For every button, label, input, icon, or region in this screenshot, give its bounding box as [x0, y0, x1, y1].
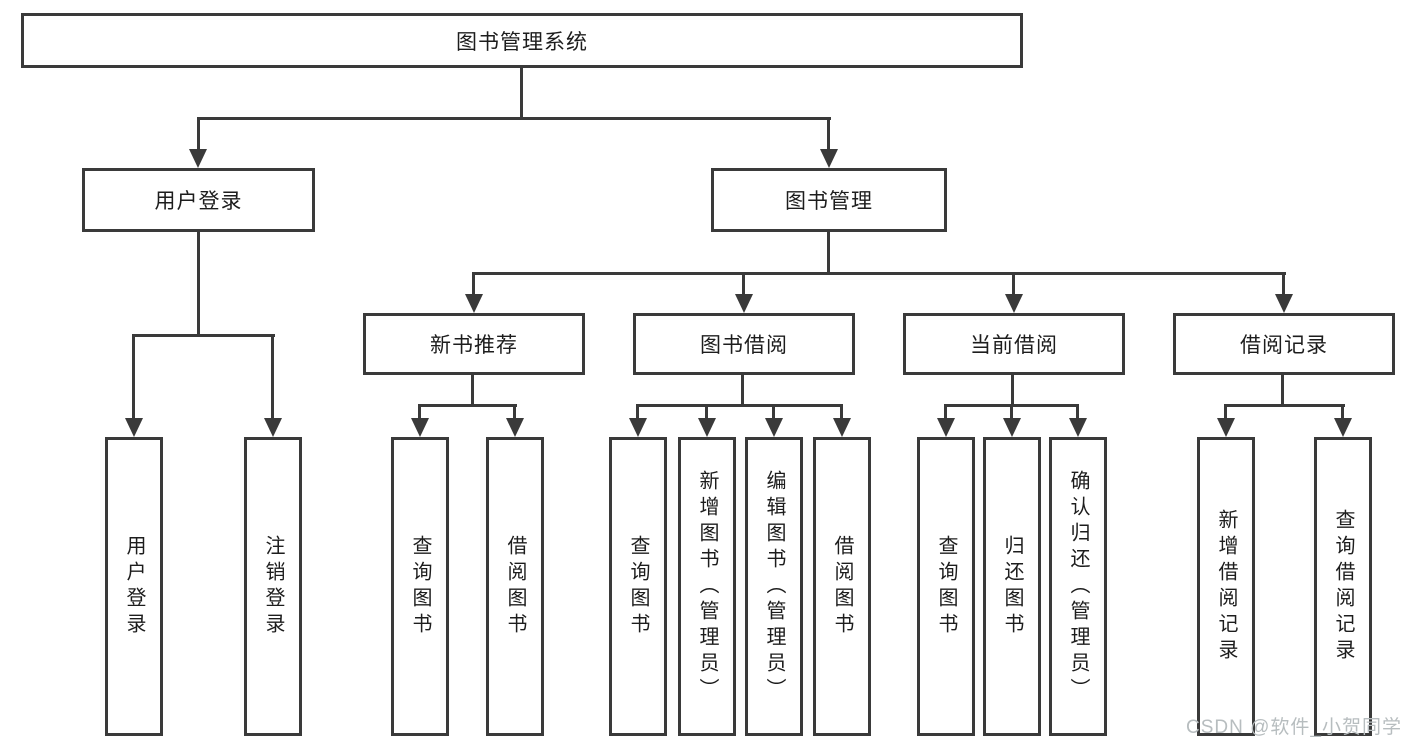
node-new-book-recommend: 新书推荐 [363, 313, 585, 375]
node-root-label: 图书管理系统 [456, 30, 588, 54]
leaf-logout: 注销登录 [244, 437, 302, 736]
connector-line [197, 117, 831, 120]
arrow-down-icon [629, 418, 647, 437]
connector-line [1341, 404, 1344, 420]
arrow-down-icon [820, 149, 838, 168]
arrow-down-icon [1275, 294, 1293, 313]
leaf-query-books-current: 查询图书 [917, 437, 975, 736]
connector-line [132, 334, 275, 337]
leaf-confirm-return-admin: 确认归还（管理员） [1049, 437, 1107, 736]
connector-line [513, 404, 516, 420]
connector-line [827, 232, 830, 274]
connector-line [742, 272, 745, 296]
leaf-add-book-admin-label: 新增图书（管理员） [696, 469, 718, 704]
arrow-down-icon [1003, 418, 1021, 437]
leaf-return-book-label: 归还图书 [1001, 534, 1023, 639]
arrow-down-icon [735, 294, 753, 313]
leaf-query-books-recommend: 查询图书 [391, 437, 449, 736]
leaf-edit-book-admin-label: 编辑图书（管理员） [763, 469, 785, 704]
connector-line [1012, 272, 1015, 296]
node-user-login: 用户登录 [82, 168, 315, 232]
connector-line [472, 272, 1286, 275]
connector-line [1281, 374, 1284, 407]
leaf-confirm-return-admin-label: 确认归还（管理员） [1067, 469, 1089, 704]
leaf-query-borrow-record: 查询借阅记录 [1314, 437, 1372, 736]
arrow-down-icon [1217, 418, 1235, 437]
arrow-down-icon [1005, 294, 1023, 313]
arrow-down-icon [506, 418, 524, 437]
leaf-return-book: 归还图书 [983, 437, 1041, 736]
connector-line [418, 404, 421, 420]
connector-line [1011, 374, 1014, 407]
node-current-borrow-label: 当前借阅 [970, 334, 1058, 357]
node-borrow-records: 借阅记录 [1173, 313, 1395, 375]
node-book-management-label: 图书管理 [785, 190, 873, 213]
arrow-down-icon [189, 149, 207, 168]
leaf-borrow-books-recommend-label: 借阅图书 [504, 534, 526, 639]
leaf-user-login: 用户登录 [105, 437, 163, 736]
connector-line [1224, 404, 1345, 407]
connector-line [472, 272, 475, 296]
node-current-borrow: 当前借阅 [903, 313, 1125, 375]
connector-line [132, 334, 135, 420]
connector-line [1076, 404, 1079, 420]
node-new-book-recommend-label: 新书推荐 [430, 334, 518, 357]
node-root: 图书管理系统 [21, 13, 1023, 68]
arrow-down-icon [1069, 418, 1087, 437]
leaf-borrow-books: 借阅图书 [813, 437, 871, 736]
node-borrow-records-label: 借阅记录 [1240, 334, 1328, 357]
connector-line [636, 404, 639, 420]
leaf-add-book-admin: 新增图书（管理员） [678, 437, 736, 736]
connector-line [1010, 404, 1013, 420]
arrow-down-icon [698, 418, 716, 437]
connector-line [1224, 404, 1227, 420]
connector-line [944, 404, 947, 420]
csdn-watermark: CSDN @软件_小贺同学 [1186, 717, 1402, 738]
connector-line [1282, 272, 1285, 296]
connector-line [840, 404, 843, 420]
connector-line [741, 374, 744, 407]
connector-line [418, 404, 517, 407]
leaf-add-borrow-record: 新增借阅记录 [1197, 437, 1255, 736]
connector-line [772, 404, 775, 420]
connector-line [197, 117, 200, 151]
node-user-login-label: 用户登录 [154, 190, 243, 213]
leaf-query-books-current-label: 查询图书 [935, 534, 957, 639]
node-book-borrow: 图书借阅 [633, 313, 855, 375]
connector-line [636, 404, 843, 407]
arrow-down-icon [465, 294, 483, 313]
leaf-query-books-borrow-label: 查询图书 [627, 534, 649, 639]
leaf-query-books-borrow: 查询图书 [609, 437, 667, 736]
connector-line [705, 404, 708, 420]
arrow-down-icon [1334, 418, 1352, 437]
arrow-down-icon [765, 418, 783, 437]
leaf-add-borrow-record-label: 新增借阅记录 [1215, 508, 1237, 665]
arrow-down-icon [833, 418, 851, 437]
leaf-logout-label: 注销登录 [262, 534, 284, 639]
leaf-borrow-books-recommend: 借阅图书 [486, 437, 544, 736]
leaf-query-borrow-record-label: 查询借阅记录 [1332, 508, 1354, 665]
arrow-down-icon [264, 418, 282, 437]
connector-line [520, 68, 523, 120]
leaf-user-login-label: 用户登录 [123, 534, 145, 639]
arrow-down-icon [125, 418, 143, 437]
connector-line [471, 374, 474, 407]
arrow-down-icon [411, 418, 429, 437]
leaf-edit-book-admin: 编辑图书（管理员） [745, 437, 803, 736]
arrow-down-icon [937, 418, 955, 437]
leaf-borrow-books-label: 借阅图书 [831, 534, 853, 639]
leaf-query-books-recommend-label: 查询图书 [409, 534, 431, 639]
connector-line [827, 117, 830, 151]
connector-line [197, 232, 200, 336]
node-book-borrow-label: 图书借阅 [700, 334, 788, 357]
connector-line [271, 334, 274, 420]
node-book-management: 图书管理 [711, 168, 947, 232]
